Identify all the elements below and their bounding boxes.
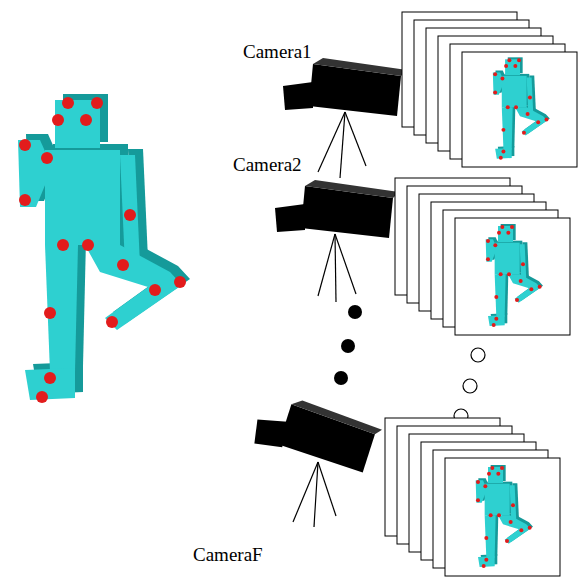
camera-2 xyxy=(275,180,399,302)
camera-label: Camera1 xyxy=(243,42,312,61)
frame-stack-3 xyxy=(385,418,560,576)
camera-label: CameraF xyxy=(193,545,263,564)
camera-f xyxy=(251,392,384,527)
marker-figure xyxy=(18,94,190,403)
ellipsis-dots xyxy=(334,305,362,385)
camera-label: Camera2 xyxy=(233,155,302,174)
frame-stack-1 xyxy=(402,12,577,167)
ellipsis-circles xyxy=(454,348,485,423)
camera-1 xyxy=(283,58,407,178)
frame-stack-2 xyxy=(395,178,570,335)
